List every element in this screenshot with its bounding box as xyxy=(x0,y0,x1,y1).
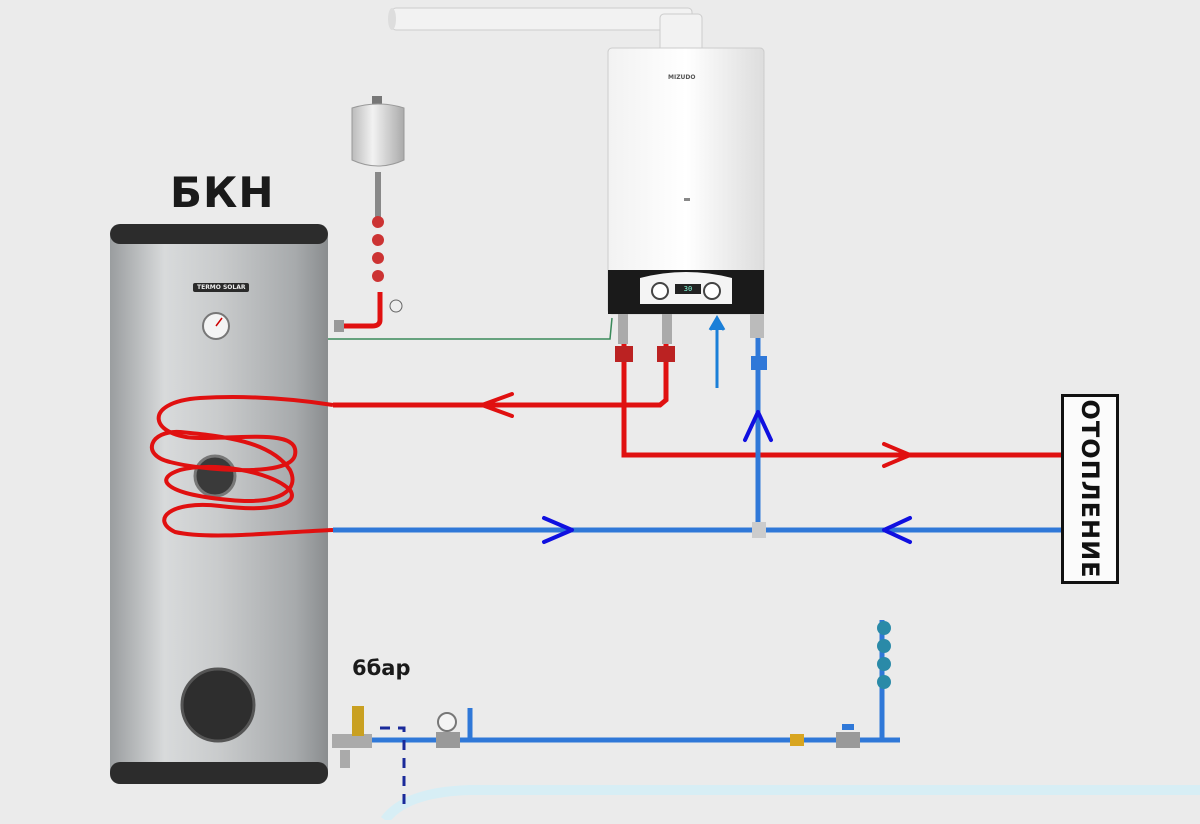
tank-title: БКН xyxy=(170,168,275,217)
boiler-knob-right xyxy=(703,282,721,300)
valve-icon xyxy=(836,732,860,748)
pressure-gauge-icon xyxy=(389,299,403,313)
arrow-up-icon xyxy=(743,410,773,442)
curved-pipe xyxy=(380,785,1200,824)
valve-icon xyxy=(372,234,384,246)
heating-label: ОТОПЛЕНИЕ xyxy=(1076,399,1104,579)
valve-icon xyxy=(372,252,384,264)
valve-icon xyxy=(877,657,891,671)
valve-icon xyxy=(877,675,891,689)
valve-icon xyxy=(372,270,384,282)
valve-icon xyxy=(751,356,767,370)
boiler-knob-left xyxy=(651,282,669,300)
pressure-gauge-icon xyxy=(437,712,457,732)
return-pipes xyxy=(332,338,1075,743)
gas-boiler xyxy=(607,47,765,315)
expansion-vessel xyxy=(334,96,405,332)
valve-icon xyxy=(657,346,675,362)
cold-water-inlet xyxy=(332,621,891,812)
heating-box: ОТОПЛЕНИЕ xyxy=(1061,394,1119,584)
service-hatch xyxy=(180,667,256,743)
heat-exchanger-coil xyxy=(149,395,334,538)
arrow-left-icon xyxy=(882,516,912,544)
arrow-right-icon xyxy=(882,442,912,468)
valve-icon xyxy=(877,639,891,653)
tank-brand-plate: TERMO SOLAR xyxy=(193,283,250,292)
boiler-display: 30 xyxy=(675,284,701,294)
supply-pipes xyxy=(333,344,1075,458)
valve-icon xyxy=(615,346,633,362)
boiler-flue xyxy=(388,7,703,55)
arrow-right-icon xyxy=(542,516,574,544)
inspection-flange xyxy=(193,454,237,498)
boiler-brand-label: MIZUDO xyxy=(668,74,696,81)
arrow-left-icon xyxy=(480,392,514,418)
valve-icon xyxy=(372,216,384,228)
flow-arrow-up-icon xyxy=(708,315,726,388)
valve-icon xyxy=(877,621,891,635)
pressure-label: 6бар xyxy=(352,656,411,680)
tee-fitting xyxy=(752,522,766,538)
sensor-wire xyxy=(328,317,613,340)
